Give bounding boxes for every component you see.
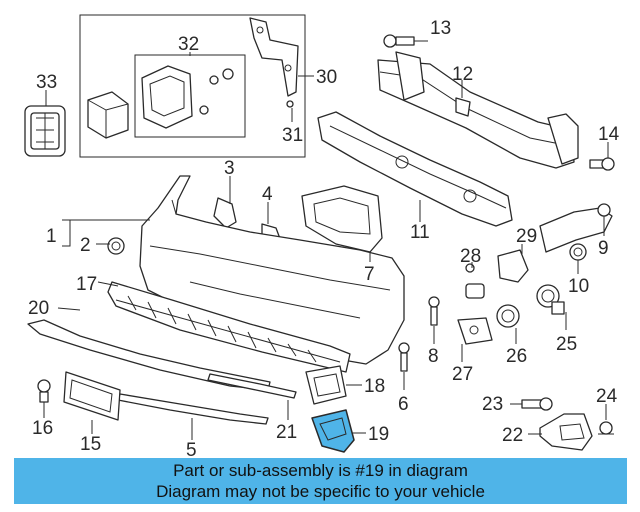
callout-23: 23	[482, 394, 503, 415]
callout-5: 5	[186, 440, 197, 456]
callout-6: 6	[398, 394, 409, 415]
leader-lines	[43, 40, 609, 440]
part-11-absorber	[317, 111, 513, 227]
caption-line-1: Part or sub-assembly is #19 in diagram	[173, 461, 468, 480]
part-10-grommet	[569, 243, 587, 261]
part-28-sensor	[465, 263, 485, 299]
callout-3: 3	[224, 158, 235, 179]
parts-diagram: 1 2 3 4 5 7 8 9 10 11 12 13 14 15 16 17 …	[24, 14, 620, 456]
part-27-bracket	[457, 317, 493, 345]
callout-15: 15	[80, 434, 101, 455]
callout-10: 10	[568, 276, 589, 297]
part-26-ring	[496, 304, 520, 328]
part-20-strip	[27, 319, 271, 391]
callout-24: 24	[596, 386, 618, 407]
callout-4: 4	[262, 184, 273, 205]
part-16-clip	[37, 379, 51, 403]
callout-11: 11	[410, 222, 430, 243]
callout-20: 20	[28, 298, 49, 319]
part-24-clip	[598, 421, 614, 435]
part-25-sensor	[536, 284, 565, 315]
part-2-cap	[107, 237, 125, 255]
caption-banner: Part or sub-assembly is #19 in diagram D…	[14, 458, 627, 504]
callout-13: 13	[430, 18, 451, 39]
part-23-bolt	[521, 397, 553, 411]
part-7-bracket	[301, 185, 383, 253]
part-22-lamp	[539, 413, 593, 451]
callout-33: 33	[36, 72, 57, 93]
part-21-strip	[207, 373, 297, 399]
callout-12: 12	[452, 64, 473, 85]
callout-27: 27	[452, 364, 473, 385]
part-17-grille	[107, 281, 351, 373]
callout-18: 18	[364, 376, 385, 397]
callout-9: 9	[598, 238, 609, 259]
callout-32: 32	[178, 34, 199, 55]
part-19-highlighted	[311, 409, 355, 453]
callout-numbers: 1 2 3 4 5 7 8 9 10 11 12 13 14 15 16 17 …	[28, 18, 620, 456]
callout-25: 25	[556, 334, 577, 355]
part-3-bracket	[213, 197, 237, 229]
callout-19: 19	[368, 424, 389, 445]
callout-7: 7	[364, 264, 375, 285]
radar-module	[87, 91, 129, 139]
part-18-bracket	[305, 365, 347, 405]
callout-8: 8	[428, 346, 439, 367]
part-8-clip	[428, 296, 440, 326]
callout-28: 28	[460, 246, 481, 267]
callout-30: 30	[316, 67, 337, 88]
callout-26: 26	[506, 346, 527, 367]
part-33-sensor-cover	[24, 105, 66, 157]
callout-31: 31	[282, 125, 303, 146]
callout-17: 17	[76, 274, 97, 295]
part-12-reinforcement	[377, 51, 579, 169]
callout-16: 16	[32, 418, 53, 439]
callout-1: 1	[46, 226, 57, 247]
part-5-strip	[117, 393, 269, 425]
caption-line-2: Diagram may not be specific to your vehi…	[156, 482, 485, 501]
callout-22: 22	[502, 425, 523, 446]
callout-29: 29	[516, 226, 537, 247]
part-30-bracket	[249, 17, 299, 108]
callout-21: 21	[276, 422, 297, 443]
callout-2: 2	[80, 235, 91, 256]
inset-box	[79, 14, 306, 158]
part-9-guide	[539, 203, 613, 253]
part-32-bracket	[141, 65, 234, 129]
part-29-bracket	[497, 249, 529, 283]
part-6-clip	[398, 342, 410, 372]
part-13-bolt	[383, 34, 415, 48]
callout-14: 14	[598, 124, 620, 145]
part-14-bolt	[589, 157, 615, 171]
part-15-plate-bracket	[63, 371, 121, 421]
